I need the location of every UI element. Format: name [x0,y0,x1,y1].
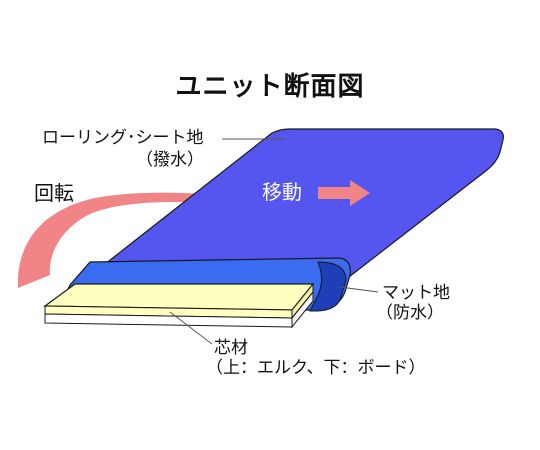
rotation-arrow [17,188,262,288]
sheet-sublabel: （撥水） [136,150,204,170]
core-bottom-side [291,290,314,329]
core-sublabel: （上：エルク、下：ボード） [206,358,426,378]
mat-sublabel: （防水） [376,303,444,323]
mat-layer-side [309,261,347,312]
mat-label: マット地 [382,283,450,303]
core-top-layer [43,283,315,311]
rotation-label: 回転 [34,181,74,205]
movement-label: 移動 [262,180,302,204]
movement-arrow [318,180,370,206]
page-title: ユニット断面図 [175,72,365,102]
sheet-label: ローリング･シート地 [42,128,204,148]
core-leader-line [169,311,213,345]
mat-leader-line [339,286,379,293]
core-label: 芯材 [214,338,248,358]
